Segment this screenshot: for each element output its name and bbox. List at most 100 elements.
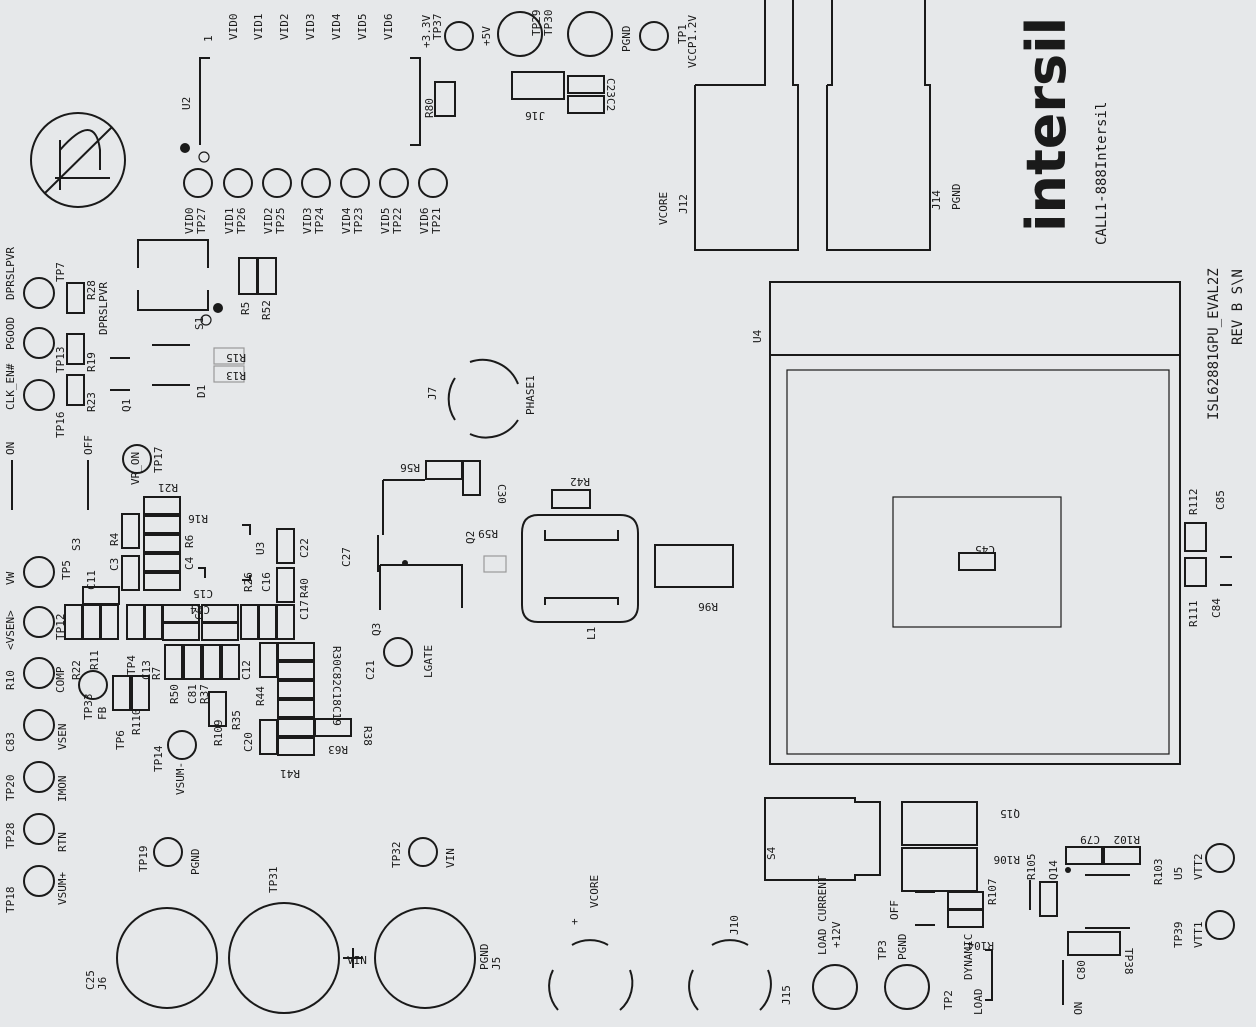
silkscreen-label: R7: [150, 667, 163, 680]
silkscreen-label: VID6: [418, 208, 431, 235]
silkscreen-label: VID2: [278, 14, 291, 41]
silkscreen-label: U5: [1172, 867, 1185, 880]
silkscreen-label: VID2: [262, 208, 275, 235]
tp29-pad: [497, 11, 543, 57]
silkscreen-label: R21: [158, 481, 178, 494]
silkscreen-label: J5: [490, 957, 503, 970]
silkscreen-label: C22: [298, 538, 311, 558]
silkscreen-label: C6: [193, 607, 206, 620]
silkscreen-label: R26: [242, 572, 255, 592]
silkscreen-label: DPRSLPVR: [97, 282, 110, 335]
silkscreen-label: C18: [330, 686, 343, 706]
silkscreen-label: R102: [1114, 833, 1141, 846]
silkscreen-label: S1: [193, 317, 206, 330]
board-name: ISL62881GPU_EVAL2Z: [1206, 268, 1222, 420]
silkscreen-label: TP13: [54, 347, 67, 374]
silkscreen-label: U2: [180, 97, 193, 110]
silkscreen-label: TP5: [60, 560, 73, 580]
silkscreen-label: C30: [495, 484, 508, 504]
silkscreen-label: 1: [202, 35, 215, 42]
silkscreen-label: C83: [4, 732, 17, 752]
silkscreen-label: VCORE: [588, 875, 601, 908]
silkscreen-label: C80: [1075, 960, 1088, 980]
silkscreen-label: TP28: [4, 823, 17, 850]
silkscreen-label: R80: [423, 98, 436, 118]
silkscreen-label: VID5: [356, 14, 369, 41]
silkscreen-label: Q2: [464, 531, 477, 544]
silkscreen-label: VIN: [444, 848, 457, 868]
silkscreen-label: J12: [677, 194, 690, 214]
prohibition-symbol: [30, 112, 126, 208]
silkscreen-label: FB: [96, 706, 109, 720]
silkscreen-label: TP1: [676, 24, 689, 44]
silkscreen-label: R11: [88, 650, 101, 670]
silkscreen-label: LOAD CURRENT: [816, 875, 829, 955]
silkscreen-label: R22: [70, 660, 83, 680]
silkscreen-label: PGND: [478, 944, 491, 971]
silkscreen-label: ON: [1072, 1002, 1085, 1015]
silkscreen-label: R6: [183, 535, 196, 548]
silkscreen-label: R10: [4, 670, 17, 690]
silkscreen-label: VID1: [252, 14, 265, 41]
silkscreen-label: R56: [400, 461, 420, 474]
silkscreen-label: S3: [70, 538, 83, 551]
intersil-logo: intersil: [1015, 17, 1078, 232]
silkscreen-label: VTT2: [1192, 854, 1205, 881]
silkscreen-label: +12V: [830, 921, 843, 948]
silkscreen-label: PGND: [189, 849, 202, 876]
vid-testpoints: [183, 168, 448, 198]
silkscreen-label: TP37: [431, 14, 444, 41]
silkscreen-label: R52: [260, 300, 273, 320]
silkscreen-label: TP7: [54, 262, 67, 282]
silkscreen-label: TP38: [1122, 948, 1135, 975]
silkscreen-label: VID1: [223, 208, 236, 235]
silkscreen-label: PGND: [950, 184, 963, 211]
silkscreen-label: TP14: [152, 745, 165, 772]
silkscreen-label: VID3: [301, 208, 314, 235]
silkscreen-label: PGOOD: [4, 317, 17, 350]
silkscreen-label: R63: [328, 743, 348, 756]
silkscreen-label: DPRSLPVR: [4, 247, 17, 300]
silkscreen-label: R37: [198, 684, 211, 704]
tp30-pad: [567, 11, 613, 57]
silkscreen-label: VTT1: [1192, 922, 1205, 949]
silkscreen-label: R104: [967, 939, 994, 952]
silkscreen-label: R28: [85, 280, 98, 300]
silkscreen-label: TP21: [430, 208, 443, 235]
silkscreen-label: U4: [751, 329, 764, 343]
silkscreen-label: +: [568, 918, 581, 925]
silkscreen-label: C27: [340, 547, 353, 567]
silkscreen-label: C17: [298, 600, 311, 620]
silkscreen-label: C82: [330, 666, 343, 686]
silkscreen-label: R109: [212, 720, 225, 747]
silkscreen-label: R23: [85, 392, 98, 412]
silkscreen-label: J16: [525, 109, 545, 122]
silkscreen-label: S4: [765, 846, 778, 860]
silkscreen-label: C25: [84, 970, 97, 990]
silkscreen-label: R50: [168, 684, 181, 704]
tp37-pad: [444, 21, 474, 51]
silkscreen-label: R107: [986, 879, 999, 906]
silkscreen-label: VSEN: [56, 724, 69, 751]
silkscreen-label: C45: [975, 543, 995, 556]
silkscreen-label: C11: [85, 570, 98, 590]
silkscreen-label: PHASE1: [524, 375, 537, 415]
silkscreen-label: VCORE: [657, 192, 670, 225]
silkscreen-label: J14: [930, 190, 943, 210]
silkscreen-label: TP2: [942, 990, 955, 1010]
silkscreen-label: TP26: [235, 208, 248, 235]
silkscreen-label: J6: [96, 977, 109, 990]
silkscreen-label: TP6: [114, 730, 127, 750]
silkscreen-label: TP29: [530, 10, 543, 37]
silkscreen-label: R15: [226, 351, 246, 364]
pin1-dot: [180, 143, 190, 153]
silkscreen-label: U3: [254, 542, 267, 555]
silkscreen-label: C85: [1214, 490, 1227, 510]
silkscreen-label: R30: [330, 646, 343, 666]
silkscreen-label: TP33: [82, 694, 95, 721]
silkscreen-label: VIN: [347, 954, 367, 967]
silkscreen-label: TP17: [152, 447, 165, 474]
silkscreen-label: R4: [108, 532, 121, 546]
